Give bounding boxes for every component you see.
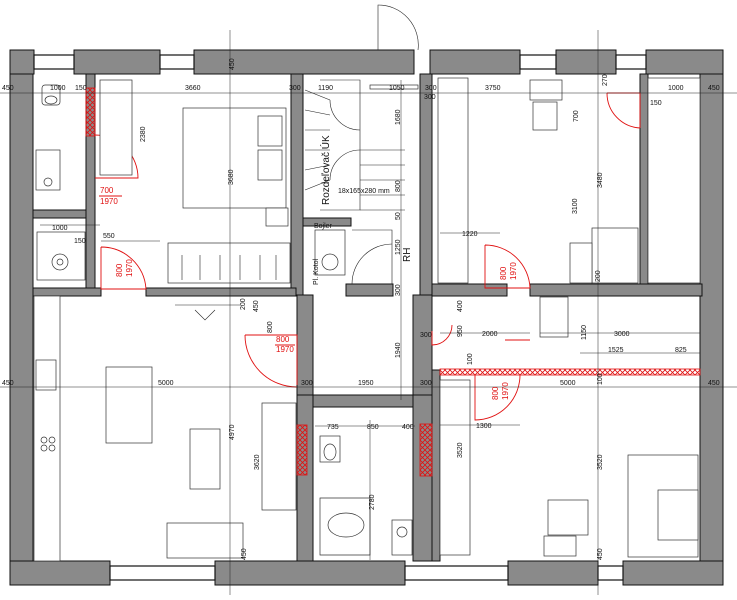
dim-closet-w: 1000 xyxy=(668,85,684,92)
dim-door3-w: 800 xyxy=(499,266,508,280)
dim-stair-h4: 1250 xyxy=(395,239,402,255)
dim-door2-h: 1970 xyxy=(125,259,134,277)
dim-r3-3000: 3000 xyxy=(614,331,630,338)
dim-ext-left-top: 450 xyxy=(2,85,14,92)
dim-r3-400: 400 xyxy=(457,300,464,312)
dim-bed-h: 2380 xyxy=(140,126,147,142)
stair-label: Rozdeľovač ÚK xyxy=(319,135,332,205)
dim-r3-1525: 1525 xyxy=(608,347,624,354)
dim-room2-y: 200 xyxy=(595,270,602,282)
dim-door-w: 700 xyxy=(100,186,114,195)
dim-r3-h2: 3520 xyxy=(597,454,604,470)
dim-top-center: 450 xyxy=(229,58,236,70)
dim-stair-h3: 50 xyxy=(395,212,402,220)
interior-walls xyxy=(32,73,703,562)
dim-room2-w: 3750 xyxy=(485,85,501,92)
dim-wc-gap2: 150 xyxy=(74,238,86,245)
kitchen-living-furniture xyxy=(33,295,297,562)
dim-bed-w: 3660 xyxy=(185,85,201,92)
dim-bath-h: 2780 xyxy=(369,494,376,510)
office-room-furniture xyxy=(437,77,701,284)
dim-hall-300a: 300 xyxy=(301,380,313,387)
entry-door xyxy=(377,4,419,51)
dim-wc-gap: 150 xyxy=(75,85,87,92)
bedroom3-furniture xyxy=(439,296,699,558)
dim-kitchen-door-w: 800 xyxy=(276,335,290,344)
dim-r3-825: 825 xyxy=(675,347,687,354)
dim-room2-h3: 700 xyxy=(573,110,580,122)
dimension-labels: 450 450 450 450 450 1000 150 3660 300 11… xyxy=(2,58,720,560)
dim-room2-gap: 270 xyxy=(602,74,609,86)
dim-ext-right-bottom: 450 xyxy=(708,380,720,387)
staircase xyxy=(304,79,419,285)
dim-stair-w: 1190 xyxy=(318,85,333,92)
dim-r3-100: 100 xyxy=(467,353,474,365)
dim-room2-x: 1220 xyxy=(462,231,478,238)
dim-r3-h: 3520 xyxy=(457,442,464,458)
dim-hall-300c: 300 xyxy=(420,332,432,339)
dim-ext-left-bottom: 450 xyxy=(2,380,14,387)
dim-kitchen-450: 450 xyxy=(253,300,260,312)
dim-r3-2000: 2000 xyxy=(482,331,498,338)
dim-bed-h2: 3680 xyxy=(228,169,235,185)
dim-bed-x: 550 xyxy=(103,233,115,240)
dim-door2-w: 800 xyxy=(115,263,124,277)
dim-kitchen-200: 200 xyxy=(240,298,247,310)
new-partitions xyxy=(85,87,701,477)
dim-stair-h1: 1680 xyxy=(395,109,402,125)
dim-r3-450: 450 xyxy=(597,548,604,560)
dim-wc-w: 1000 xyxy=(50,85,66,92)
dim-r3-100b: 100 xyxy=(597,373,604,385)
dim-ext-right-top: 450 xyxy=(708,85,720,92)
dim-kitchen-800: 800 xyxy=(267,321,274,333)
bedroom-furniture xyxy=(99,79,291,284)
dim-stair-h2: 800 xyxy=(395,180,402,192)
dim-stair-h5: 300 xyxy=(395,284,402,296)
dim-kitchen-door-h: 1970 xyxy=(276,345,294,354)
bathroom-fixtures xyxy=(319,435,413,556)
dim-mid-wall: 300 xyxy=(289,85,301,92)
rh-label: RH xyxy=(402,248,413,262)
dim-bath-735: 735 xyxy=(327,424,339,431)
dim-right-wall: 300 xyxy=(425,85,437,92)
dim-door-h: 1970 xyxy=(100,197,118,206)
dim-bath-850: 850 xyxy=(367,424,379,431)
dimension-lines xyxy=(0,30,737,595)
dim-bath-400: 400 xyxy=(402,424,414,431)
dim-kitchen-h: 4970 xyxy=(229,424,236,440)
dim-r3-door-w: 800 xyxy=(491,386,500,400)
dim-stair-w2: 1050 xyxy=(389,85,405,92)
dim-r3-w: 5000 xyxy=(560,380,576,387)
dim-hall-300b: 300 xyxy=(420,380,432,387)
dim-room2-h: 3480 xyxy=(597,172,604,188)
exterior-walls xyxy=(9,49,724,586)
dim-r3-950: 950 xyxy=(457,325,464,337)
dim-r3-1300: 1300 xyxy=(476,423,492,430)
dim-hall-w: 1950 xyxy=(358,380,374,387)
boiler-label: Bojler xyxy=(314,223,333,230)
dim-kitchen-h2: 3620 xyxy=(254,454,261,470)
dim-door3-h: 1970 xyxy=(509,262,518,280)
dim-room2-h2: 3100 xyxy=(572,198,579,214)
dim-room2-gap2: 150 xyxy=(650,100,662,107)
stair-steps: 18x165x280 mm xyxy=(338,188,390,195)
dryer-label: Pl. Kotol xyxy=(313,258,320,285)
dim-kitchen-w: 5000 xyxy=(158,380,174,387)
dim-wc-w2: 1000 xyxy=(52,225,68,232)
room-labels: Rozdeľovač ÚK 18x165x280 mm Bojler Pl. K… xyxy=(313,135,413,285)
wc-room-fixtures xyxy=(35,84,86,281)
dim-hall-h: 1940 xyxy=(395,342,402,358)
dim-r3-door-h: 1970 xyxy=(501,382,510,400)
dim-r3-1150: 1150 xyxy=(581,325,588,340)
dim-kitchen-450b: 450 xyxy=(241,548,248,560)
dim-hall-300d: 300 xyxy=(424,94,436,101)
